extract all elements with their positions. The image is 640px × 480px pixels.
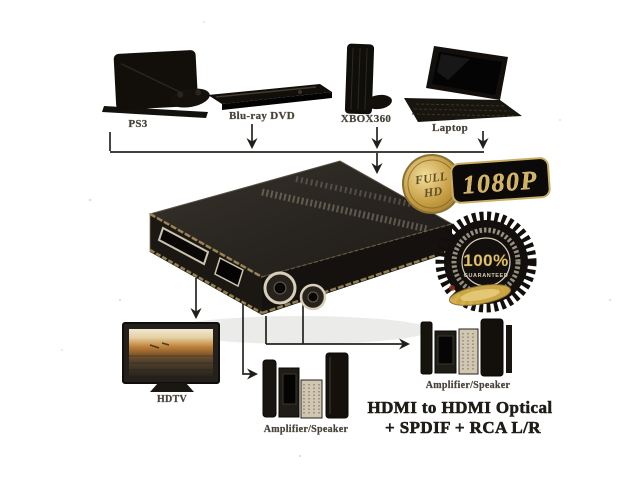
- amplifier-right-label: Amplifier/Speaker: [426, 380, 511, 391]
- fullhd-badge: FULL HD 1080P: [402, 154, 551, 214]
- xbox-illustration: [344, 43, 392, 115]
- ps3-illustration: [102, 50, 210, 118]
- caption-line1: HDMI to HDMI Optical: [367, 398, 552, 417]
- hdtv-illustration: [122, 322, 220, 392]
- resolution-label: 1080P: [461, 165, 538, 199]
- jpeg-noise: [61, 21, 612, 458]
- hdtv-label: HDTV: [157, 394, 188, 405]
- seal-sub-label: GUARANTEED: [464, 273, 509, 279]
- fullhd-circle: FULL HD: [402, 154, 462, 214]
- guarantee-seal: 100% GUARANTEED: [435, 211, 537, 313]
- laptop-label: Laptop: [432, 122, 468, 134]
- fullhd-word2: HD: [422, 184, 443, 201]
- laptop-illustration: [404, 46, 522, 122]
- fullhd-word1: FULL: [413, 169, 448, 188]
- hdmi-port: [157, 226, 210, 266]
- xbox-label: XBOX360: [341, 113, 392, 125]
- ps3-label: PS3: [128, 118, 147, 130]
- amplifier-center-illustration: [262, 352, 349, 419]
- rca-port-left: [263, 271, 297, 305]
- optical-port: [214, 256, 244, 288]
- resolution-plate: 1080P: [450, 157, 551, 204]
- converter-box-illustration: [148, 160, 454, 344]
- seal-percent-label: 100%: [463, 251, 508, 270]
- bluray-illustration: [208, 84, 332, 110]
- rca-port-right: [299, 283, 327, 311]
- amplifier-center-label: Amplifier/Speaker: [264, 424, 349, 435]
- caption-line2: + SPDIF + RCA L/R: [385, 418, 541, 437]
- bluray-label: Blu-ray DVD: [229, 110, 295, 122]
- amplifier-right-illustration: [420, 318, 512, 377]
